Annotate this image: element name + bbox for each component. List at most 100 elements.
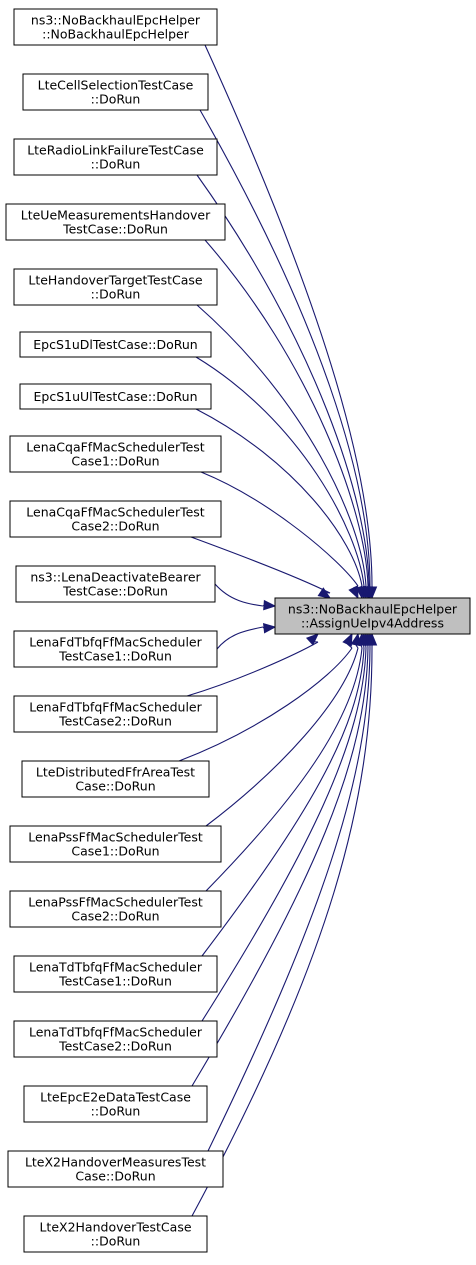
caller-node-c18[interactable]: LteEpcE2eDataTestCase::DoRun bbox=[23, 1085, 208, 1123]
caller-node-c18-label-line: LteEpcE2eDataTestCase bbox=[40, 1090, 191, 1105]
caller-node-c16-label-line: LenaTdTbfqFfMacScheduler bbox=[29, 960, 203, 975]
caller-node-c12-label-line: LenaFdTbfqFfMacScheduler bbox=[29, 700, 202, 715]
caller-node-c06[interactable]: EpcS1uDlTestCase::DoRun bbox=[19, 331, 212, 358]
edge-c04 bbox=[204, 239, 369, 587]
caller-node-c05-label-line: LteHandoverTargetTestCase bbox=[28, 273, 203, 288]
edge-tail-c15 bbox=[360, 644, 363, 649]
caller-node-c02-label-line: LteCellSelectionTestCase bbox=[38, 78, 194, 93]
edge-c18 bbox=[191, 647, 369, 1087]
caller-node-c08-label-line: LenaCqaFfMacSchedulerTest bbox=[26, 440, 205, 455]
target-node-label-line: ::AssignUeIpv4Address bbox=[301, 616, 444, 631]
edge-c12 bbox=[186, 641, 319, 697]
caller-node-c01-label-line: ns3::NoBackhaulEpcHelper bbox=[31, 13, 201, 28]
edges-layer bbox=[178, 44, 378, 1217]
caller-node-c17-box bbox=[13, 1020, 218, 1058]
caller-node-c10-label-line: TestCase::DoRun bbox=[62, 584, 168, 599]
caller-node-c15-label-line: Case2::DoRun bbox=[71, 909, 159, 924]
edge-c20 bbox=[191, 647, 373, 1217]
caller-node-c07-box bbox=[19, 383, 212, 410]
edge-tail-c12 bbox=[309, 640, 319, 643]
caller-node-c12-box bbox=[13, 695, 218, 733]
arrowhead-c10 bbox=[263, 599, 277, 611]
arrowhead-c11 bbox=[262, 623, 277, 634]
caller-node-c08-box bbox=[9, 435, 222, 473]
caller-node-c05-box bbox=[13, 268, 218, 306]
caller-node-c06-label-line: EpcS1uDlTestCase::DoRun bbox=[33, 337, 197, 352]
caller-node-c14-label-line: LenaPssFfMacSchedulerTest bbox=[28, 830, 203, 845]
caller-node-c14-box bbox=[9, 825, 222, 863]
caller-node-c03[interactable]: LteRadioLinkFailureTestCase::DoRun bbox=[13, 138, 218, 176]
caller-node-c16-label-line: TestCase1::DoRun bbox=[58, 974, 172, 989]
caller-node-c13-box bbox=[21, 760, 210, 798]
edge-tail-c11 bbox=[262, 626, 265, 629]
caller-node-c04-box bbox=[5, 203, 226, 241]
edge-c19 bbox=[207, 647, 371, 1152]
caller-node-c15-label-line: LenaPssFfMacSchedulerTest bbox=[28, 895, 203, 910]
caller-node-c10-label-line: ns3::LenaDeactivateBearer bbox=[30, 570, 201, 585]
caller-node-c07[interactable]: EpcS1uUlTestCase::DoRun bbox=[19, 383, 212, 410]
caller-node-c03-box bbox=[13, 138, 218, 176]
caller-node-c05[interactable]: LteHandoverTargetTestCase::DoRun bbox=[13, 268, 218, 306]
caller-node-c11-box bbox=[13, 630, 218, 668]
caller-node-c17-label-line: LenaTdTbfqFfMacScheduler bbox=[29, 1025, 203, 1040]
caller-node-c19-label-line: Case::DoRun bbox=[75, 1169, 155, 1184]
edge-c09 bbox=[190, 536, 331, 594]
caller-node-c06-box bbox=[19, 331, 212, 358]
caller-node-c01-label-line: ::NoBackhaulEpcHelper bbox=[42, 27, 190, 42]
target-node-label-line: ns3::NoBackhaulEpcHelper bbox=[288, 602, 458, 617]
caller-node-c01[interactable]: ns3::NoBackhaulEpcHelper::NoBackhaulEpcH… bbox=[13, 8, 218, 46]
caller-node-c20-label-line: LteX2HandoverTestCase bbox=[39, 1220, 191, 1235]
caller-node-c19-box bbox=[7, 1150, 224, 1188]
edge-c11 bbox=[216, 626, 264, 650]
caller-node-c03-label-line: LteRadioLinkFailureTestCase bbox=[27, 143, 204, 158]
edge-tail-c07 bbox=[360, 585, 363, 588]
caller-node-c18-box bbox=[23, 1085, 208, 1123]
target-node[interactable]: ns3::NoBackhaulEpcHelper::AssignUeIpv4Ad… bbox=[274, 597, 471, 635]
caller-node-c19-label-line: LteX2HandoverMeasuresTest bbox=[25, 1155, 206, 1170]
edge-c05 bbox=[196, 304, 367, 587]
caller-node-c09-box bbox=[9, 500, 222, 538]
edge-c10 bbox=[214, 583, 264, 607]
edge-c16 bbox=[201, 647, 365, 957]
caller-node-c02[interactable]: LteCellSelectionTestCase::DoRun bbox=[22, 73, 209, 111]
caller-node-c03-label-line: ::DoRun bbox=[91, 157, 141, 172]
edge-tail-c13 bbox=[346, 643, 353, 649]
caller-node-c08-label-line: Case1::DoRun bbox=[71, 454, 159, 469]
edge-c03 bbox=[196, 174, 370, 587]
caller-node-c04-label-line: LteUeMeasurementsHandover bbox=[21, 208, 211, 223]
caller-node-c13-label-line: Case::DoRun bbox=[75, 779, 155, 794]
caller-node-c17-label-line: TestCase2::DoRun bbox=[58, 1039, 172, 1054]
caller-node-c07-label-line: EpcS1uUlTestCase::DoRun bbox=[33, 389, 197, 404]
edge-c01 bbox=[204, 44, 373, 587]
caller-node-c09-label-line: Case2::DoRun bbox=[71, 519, 159, 534]
caller-node-c10-box bbox=[15, 565, 216, 603]
caller-node-c01-box bbox=[13, 8, 218, 46]
edge-tail-c09 bbox=[320, 591, 331, 594]
caller-node-c18-label-line: ::DoRun bbox=[91, 1104, 141, 1119]
edge-c17 bbox=[201, 647, 367, 1022]
edge-c08 bbox=[200, 471, 359, 587]
caller-node-c16-box bbox=[13, 955, 218, 993]
nodes-layer: ns3::NoBackhaulEpcHelper::NoBackhaulEpcH… bbox=[5, 8, 471, 1253]
caller-node-c20[interactable]: LteX2HandoverTestCase::DoRun bbox=[23, 1215, 208, 1253]
caller-node-c11-label-line: TestCase1::DoRun bbox=[58, 649, 172, 664]
caller-node-c04-label-line: TestCase::DoRun bbox=[62, 222, 168, 237]
caller-node-c13-label-line: LteDistributedFfrAreaTest bbox=[36, 765, 195, 780]
edge-c02 bbox=[199, 109, 371, 587]
caller-node-c15-box bbox=[9, 890, 222, 928]
caller-node-c05-label-line: ::DoRun bbox=[91, 287, 141, 302]
edge-c14 bbox=[205, 647, 359, 827]
edge-c13 bbox=[178, 647, 353, 762]
